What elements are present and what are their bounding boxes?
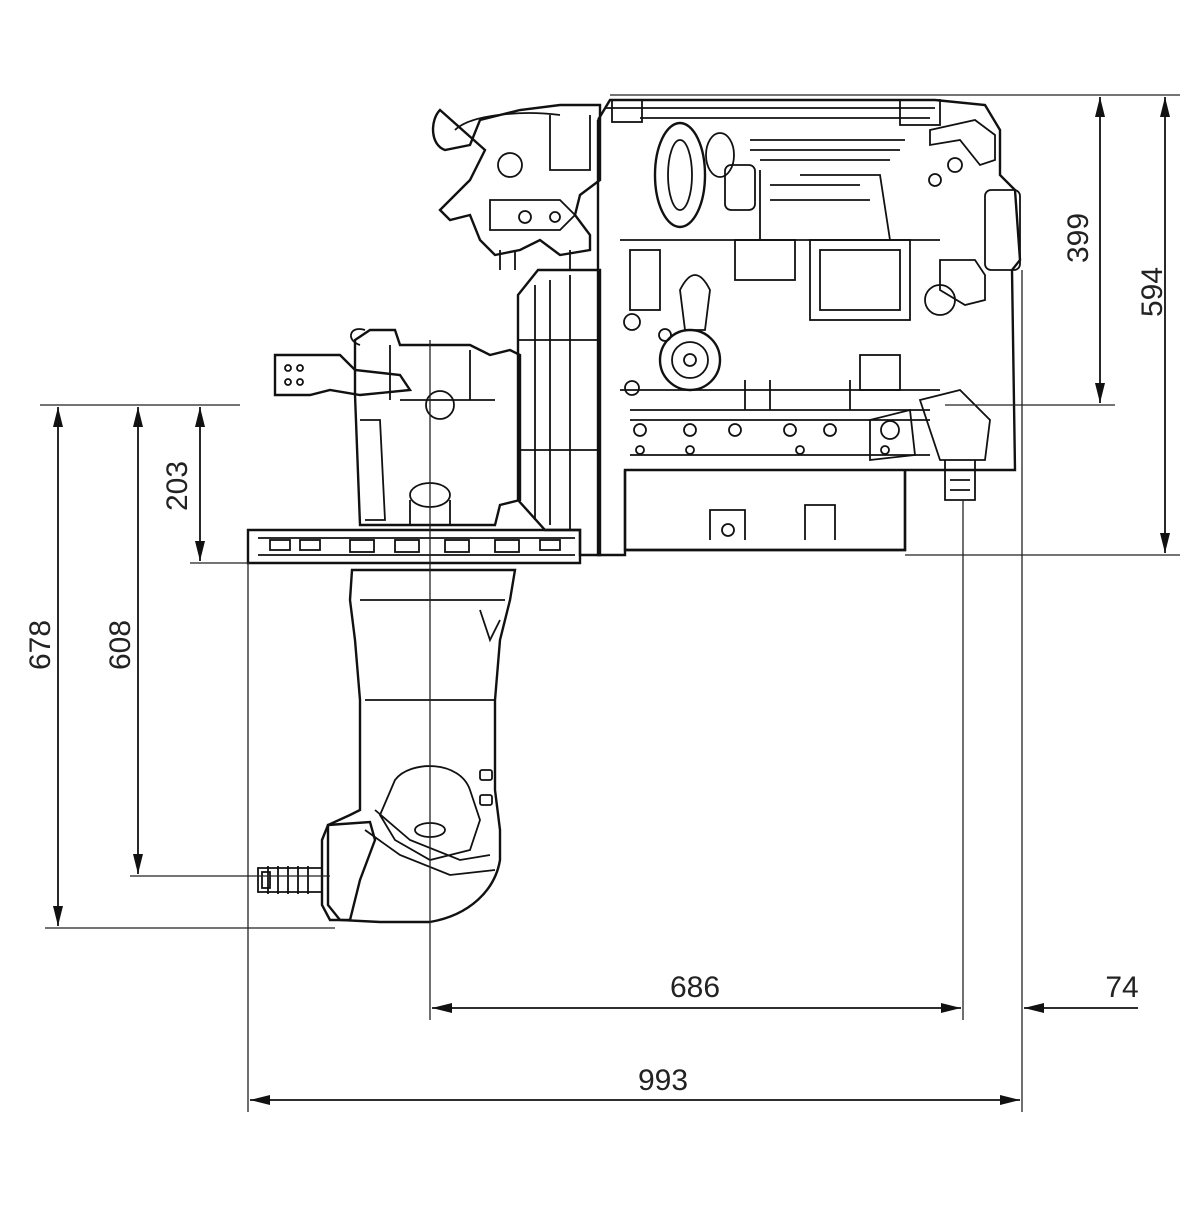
flywheel-housing [516, 268, 602, 557]
dim-label-399: 399 [1062, 213, 1095, 263]
dim-label-74: 74 [1105, 971, 1138, 1004]
dim-label-686: 686 [670, 971, 720, 1004]
engine-block [596, 98, 1022, 557]
dim-label-594: 594 [1136, 267, 1169, 317]
dim-label-608: 608 [104, 620, 137, 670]
dim-label-203: 203 [161, 461, 194, 511]
mounting-flange [246, 528, 582, 565]
dimension-labels: 594 399 203 608 678 686 74 993 [24, 213, 1169, 1097]
extension-lines [40, 94, 1180, 1112]
exhaust-elbow [431, 103, 602, 270]
dim-label-678: 678 [24, 620, 57, 670]
saildrive-upper [273, 328, 522, 527]
saildrive-leg [257, 568, 517, 924]
dim-label-993: 993 [638, 1064, 688, 1097]
dimension-lines [53, 97, 1170, 1105]
